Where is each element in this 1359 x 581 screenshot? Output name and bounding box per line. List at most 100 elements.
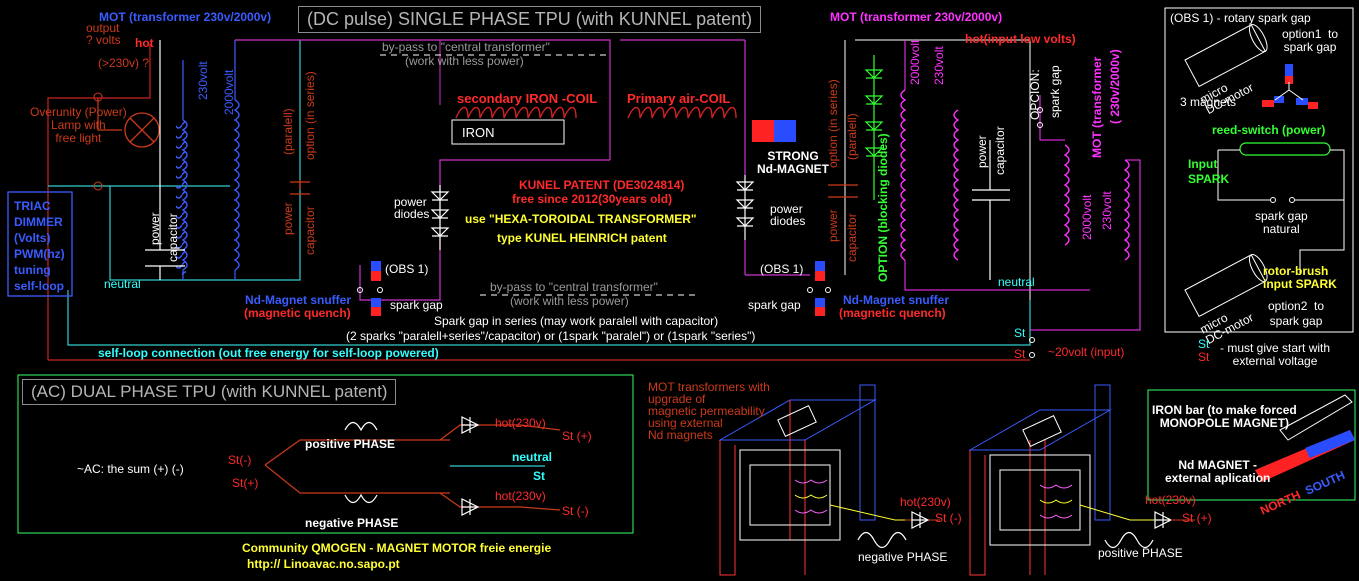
obs-panel-frame xyxy=(1164,7,1354,333)
iron-core-box xyxy=(451,119,565,145)
right-mot-coil-right xyxy=(953,109,960,261)
obs-rotor-brush: rotor-brush input SPARK xyxy=(1263,264,1337,291)
st-plus: St(+) xyxy=(232,476,259,490)
option-series-right: option (in series) xyxy=(826,79,840,168)
spark-series: Spark gap in series (may work paralell w… xyxy=(434,314,719,328)
power-diodes-left-label: power diodes xyxy=(394,195,430,221)
power-right: power xyxy=(826,209,840,242)
positive-phase: positive PHASE xyxy=(305,437,396,451)
obs-option1: option1 to spark gap xyxy=(1282,27,1339,54)
quench-right: (magnetic quench) xyxy=(839,306,946,320)
twenty-volt: ~20volt (input) xyxy=(1048,345,1125,359)
mot-vert2: ( 230v/2000v) xyxy=(1108,49,1122,124)
hot230-left: hot(230v) xyxy=(900,495,951,509)
bypass-bottom: by-pass to "central transformer" xyxy=(490,280,658,294)
spark-gap-left: spark gap xyxy=(390,298,443,312)
bottom-neutral: neutral xyxy=(512,450,553,464)
note-st-red: St xyxy=(1198,350,1210,364)
left-secondary-coil xyxy=(233,99,240,271)
quench-left: (magnetic quench) xyxy=(244,306,351,320)
far-right-coil xyxy=(1063,144,1130,261)
mot-vert: MOT (transformer xyxy=(1090,56,1104,158)
iron-bar-label: IRON bar (to make forced MONOPOLE MAGNET… xyxy=(1152,403,1297,430)
obs1-left: (OBS 1) xyxy=(385,262,429,276)
bottom-st-mid: St xyxy=(533,469,545,483)
note-st-cyan: St xyxy=(1198,337,1210,351)
st-plus-right: St (+) xyxy=(1182,511,1212,525)
iron-bar-frame xyxy=(1147,389,1356,501)
neutral-left: neutral xyxy=(104,277,141,291)
nd-magnet-label: Nd MAGNET - external aplication xyxy=(1165,458,1271,485)
hexa-label: use "HEXA-TOROIDAL TRANSFORMER" xyxy=(465,212,697,226)
negative-phase-right: negative PHASE xyxy=(858,550,948,564)
mot-transformer-right xyxy=(968,384,1195,576)
negative-phase: negative PHASE xyxy=(305,516,399,530)
power-diodes-left xyxy=(430,185,450,250)
power-diodes-right-label: power diodes xyxy=(770,202,806,228)
opcion-label: OPCION: xyxy=(1028,69,1042,120)
hexa-sub: type KUNEL HEINRICH patent xyxy=(497,231,667,245)
option-series-left: option (in series) xyxy=(303,71,317,160)
bottom-title: (AC) DUAL PHASE TPU (with KUNNEL patent) xyxy=(22,379,397,405)
positive-phase-right: positive PHASE xyxy=(1098,546,1183,560)
st-red: St xyxy=(1014,347,1026,361)
hot230-bottom: hot(230v) xyxy=(495,489,546,503)
spark-modes: (2 sparks "paralell+series"/capacitor) o… xyxy=(346,329,756,343)
strong-magnet-blue xyxy=(774,120,796,142)
opcion-spark: spark gap xyxy=(1048,65,1062,118)
iron-label: IRON xyxy=(462,125,495,140)
kunel-free: free since 2012(30years old) xyxy=(512,192,673,206)
ac-sum: ~AC: the sum (+) (-) xyxy=(77,462,184,476)
capacitor-left: capacitor xyxy=(166,213,180,262)
left-primary-coil xyxy=(181,119,188,271)
over230-label: (>230v) ? xyxy=(98,56,150,70)
option-blocking: OPTION (blocking diodes) xyxy=(876,133,890,282)
v230-right: 230volt xyxy=(932,46,946,85)
spark-gap-right: spark gap xyxy=(748,298,801,312)
primary-coil-label: Primary air-COIL xyxy=(627,91,731,106)
bypass-top: by-pass to "central transformer" xyxy=(382,40,550,54)
red-hot-wire xyxy=(47,44,1030,361)
st-minus: St(-) xyxy=(228,453,252,467)
st-cyan: St xyxy=(1014,326,1026,340)
snuffer-right: Nd-Magnet snuffer xyxy=(843,293,949,307)
strong-magnet-label: STRONG Nd-MAGNET xyxy=(757,149,829,176)
v2000-far: 2000volt xyxy=(1080,194,1094,240)
output-label: output ? volts xyxy=(86,21,121,47)
v230-left: 230volt xyxy=(196,61,210,100)
bypass-bottom-sub: (work with less power) xyxy=(510,294,629,308)
capacitor-right2: capacitor xyxy=(993,126,1007,175)
power-left2: power xyxy=(281,202,295,235)
v230-far: 230volt xyxy=(1100,191,1114,230)
bypass-top-sub: (work with less power) xyxy=(405,54,524,68)
triac-box-outline xyxy=(7,191,73,297)
motor-bottom xyxy=(1184,253,1268,318)
secondary-iron-coil xyxy=(455,106,577,119)
v2000-left: 2000volt xyxy=(222,69,236,115)
hot-input: hot(input low volts) xyxy=(965,32,1076,46)
obs1-right: (OBS 1) xyxy=(760,262,804,276)
hot-label: hot xyxy=(135,36,154,50)
secondary-coil-label: secondary IRON -COIL xyxy=(457,91,598,106)
lamp-symbol xyxy=(124,112,160,148)
obs-reed-switch: reed-switch (power) xyxy=(1212,123,1326,137)
ac-panel-frame xyxy=(17,374,634,534)
capacitor-right: capacitor xyxy=(845,213,859,262)
hot230-right: hot(230v) xyxy=(1145,493,1196,507)
obs-input-spark: Input SPARK xyxy=(1188,157,1230,186)
v2000-right: 2000volt xyxy=(908,39,922,85)
motor-top xyxy=(1184,23,1268,88)
power-right2: power xyxy=(975,135,989,168)
self-loop-label: self-loop connection (out free energy fo… xyxy=(98,346,439,360)
power-left: power xyxy=(148,212,162,245)
st-minus-left: St (-) xyxy=(935,511,962,525)
note-text: - must give start with external voltage xyxy=(1220,341,1331,368)
capacitor-left2: capacitor xyxy=(303,206,317,255)
hot230-top: hot(230v) xyxy=(495,416,546,430)
st-minus-out: St (-) xyxy=(562,504,589,518)
mot-note: MOT transformers with upgrade of magneti… xyxy=(648,380,770,442)
mot-right-label: MOT (transformer 230v/2000v) xyxy=(830,10,1003,24)
primary-air-coil xyxy=(627,106,737,119)
mot-transformer-left xyxy=(718,384,940,576)
